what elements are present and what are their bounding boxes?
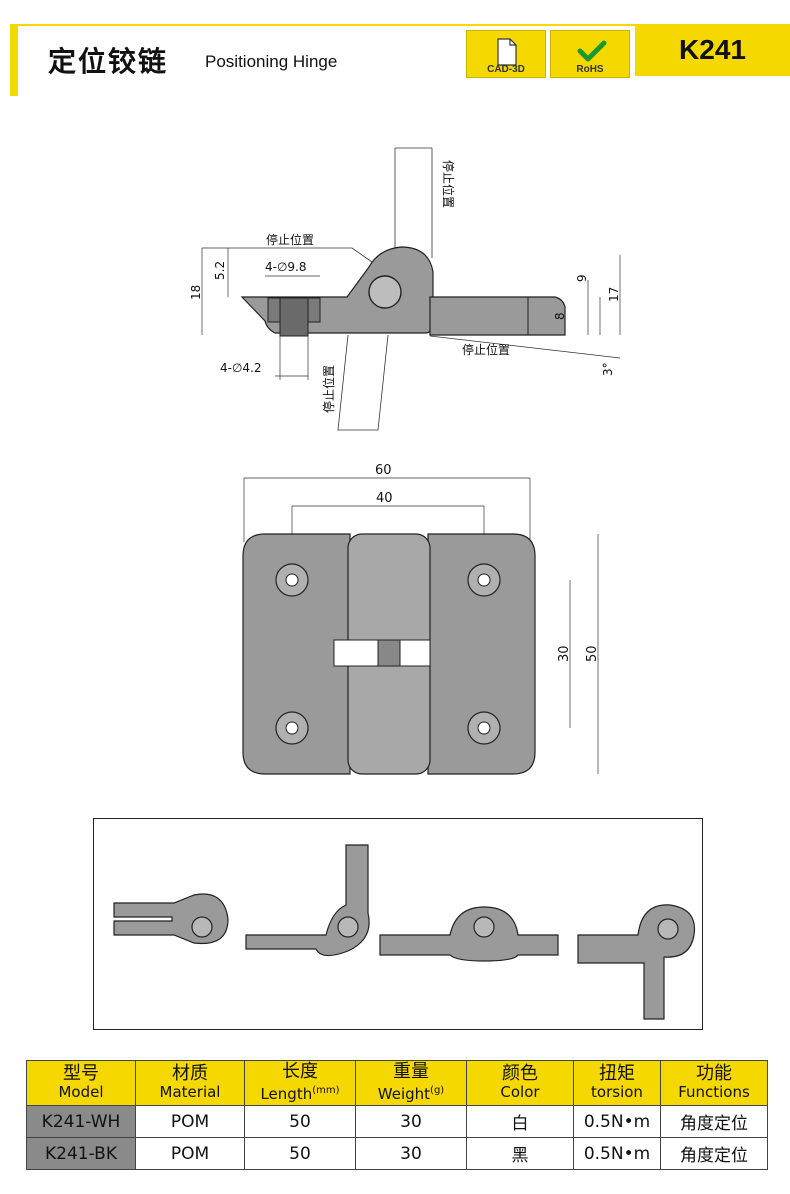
stop-label-right: 停止位置	[462, 342, 510, 357]
stop-label-bottom: 停止位置	[321, 365, 336, 413]
angle-3deg: 3°	[601, 362, 615, 376]
dim-8: 8	[553, 312, 567, 320]
cell-torsion: 0.5N•m	[573, 1137, 661, 1170]
hole-small-label: 4-∅4.2	[220, 361, 262, 375]
stop-outline-bottom	[337, 334, 389, 431]
cad-3d-badge[interactable]: CAD-3D	[466, 30, 546, 78]
stop-outline-left	[202, 247, 373, 263]
header-rule	[18, 24, 790, 26]
dim-60: 60	[375, 463, 392, 478]
dim-40: 40	[376, 491, 393, 506]
cell-weight: 30	[355, 1137, 467, 1170]
cell-length: 50	[244, 1105, 356, 1138]
stop-label-top: 停止位置	[441, 160, 456, 208]
stop-positions-illustration	[113, 844, 696, 1020]
cell-model: K241-BK	[26, 1137, 136, 1170]
rohs-label: RoHS	[576, 64, 604, 75]
positions-panel	[93, 818, 703, 1030]
table-row: K241-BK POM 50 30 黑 0.5N•m 角度定位	[26, 1137, 768, 1170]
cell-weight: 30	[355, 1105, 467, 1138]
dim-17: 17	[607, 287, 621, 302]
cad-3d-label: CAD-3D	[487, 64, 525, 75]
checkmark-icon	[577, 40, 607, 62]
cell-model: K241-WH	[26, 1105, 136, 1138]
cell-material: POM	[135, 1105, 245, 1138]
front-mounting-holes	[275, 563, 501, 745]
document-icon	[497, 38, 517, 66]
stop-label-left: 停止位置	[266, 232, 314, 247]
cell-functions: 角度定位	[660, 1105, 768, 1138]
cell-functions: 角度定位	[660, 1137, 768, 1170]
cell-length: 50	[244, 1137, 356, 1170]
hole-large-label: 4-∅9.8	[265, 260, 307, 274]
model-number-box: K241	[635, 26, 790, 76]
front-view-drawing: 60 40 30 50	[242, 463, 600, 775]
cell-torsion: 0.5N•m	[573, 1105, 661, 1138]
dim-18: 18	[189, 285, 203, 300]
cell-material: POM	[135, 1137, 245, 1170]
page-title-en: Positioning Hinge	[205, 52, 338, 71]
dim-30: 30	[557, 645, 572, 662]
dim-5-2: 5.2	[213, 261, 227, 280]
front-left-leaf	[242, 533, 351, 775]
page-title-cn: 定位铰链	[48, 45, 169, 78]
model-number: K241	[679, 34, 746, 65]
rohs-badge[interactable]: RoHS	[550, 30, 630, 78]
cell-color: 黑	[466, 1137, 574, 1170]
table-row: K241-WH POM 50 30 白 0.5N•m 角度定位	[26, 1105, 768, 1138]
header-accent-bar	[10, 24, 18, 96]
stop-outline-right	[429, 335, 621, 359]
cell-color: 白	[466, 1105, 574, 1138]
dim-50: 50	[585, 645, 600, 662]
dim-9: 9	[575, 274, 589, 282]
pivot-pin	[368, 275, 402, 309]
side-view-drawing: 停止位置 停止位置 停止位置 停止位置 4-∅9.8 4-∅4.2 18 5.2…	[189, 147, 621, 431]
front-right-leaf	[427, 533, 536, 775]
hinge-right-leaf	[429, 296, 566, 336]
